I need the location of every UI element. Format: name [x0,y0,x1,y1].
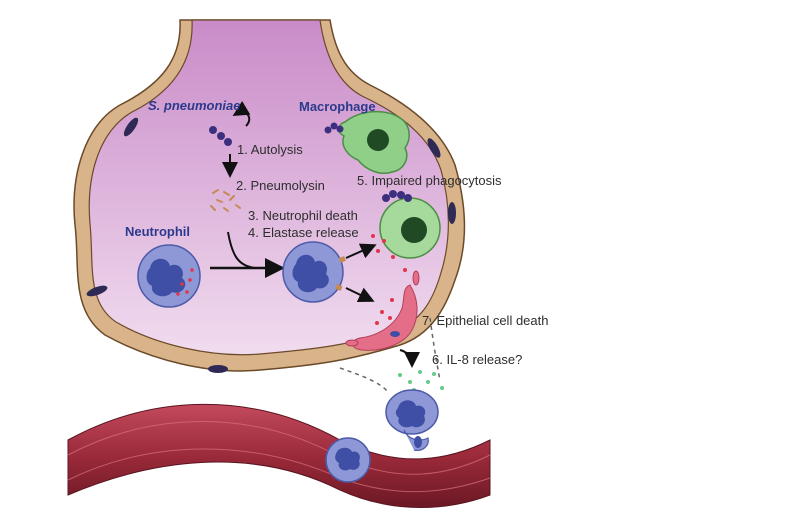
pneumolysin-icon [210,189,241,212]
neutrophil-cell-icon [385,389,439,451]
neutrophil-cell-icon [325,437,371,483]
autolysis-arrow [232,100,251,127]
neutrophil-cell-icon [282,241,346,303]
step-7-label: 7. Epithelial cell death [422,313,548,328]
wall-nucleus [208,365,228,373]
bacteria-chain-icon [324,122,344,134]
wall-nucleus [86,285,108,297]
epithelial-cell-icon [345,270,420,351]
step-5-label: 5. Impaired phagocytosis [357,173,502,188]
macrophage-label: Macrophage [299,99,376,114]
step-3-label: 3. Neutrophil death [248,208,358,223]
neutrophil-label: Neutrophil [125,224,190,239]
bacteria-chain-icon [382,190,412,202]
macrophage-cell-icon [379,197,441,259]
macrophage-cell-icon [338,110,410,174]
step-1-label: 1. Autolysis [237,142,303,157]
bacteria-label: S. pneumoniae [148,98,240,113]
elastase-arrow [345,287,375,303]
elastase-arrow [345,243,377,259]
wall-nucleus [123,117,139,137]
neutrophil-cell-icon [137,244,201,308]
step-2-label: 2. Pneumolysin [236,178,325,193]
wall-nucleus [427,138,441,158]
il8-icon [398,370,444,392]
step-4-label: 4. Elastase release [248,225,359,240]
il8-arrow [399,349,420,368]
blood-vessel-icon [67,403,491,508]
step-6-label: 6. IL-8 release? [432,352,522,367]
bacteria-chain-icon [209,126,232,146]
wall-nucleus [448,202,456,224]
